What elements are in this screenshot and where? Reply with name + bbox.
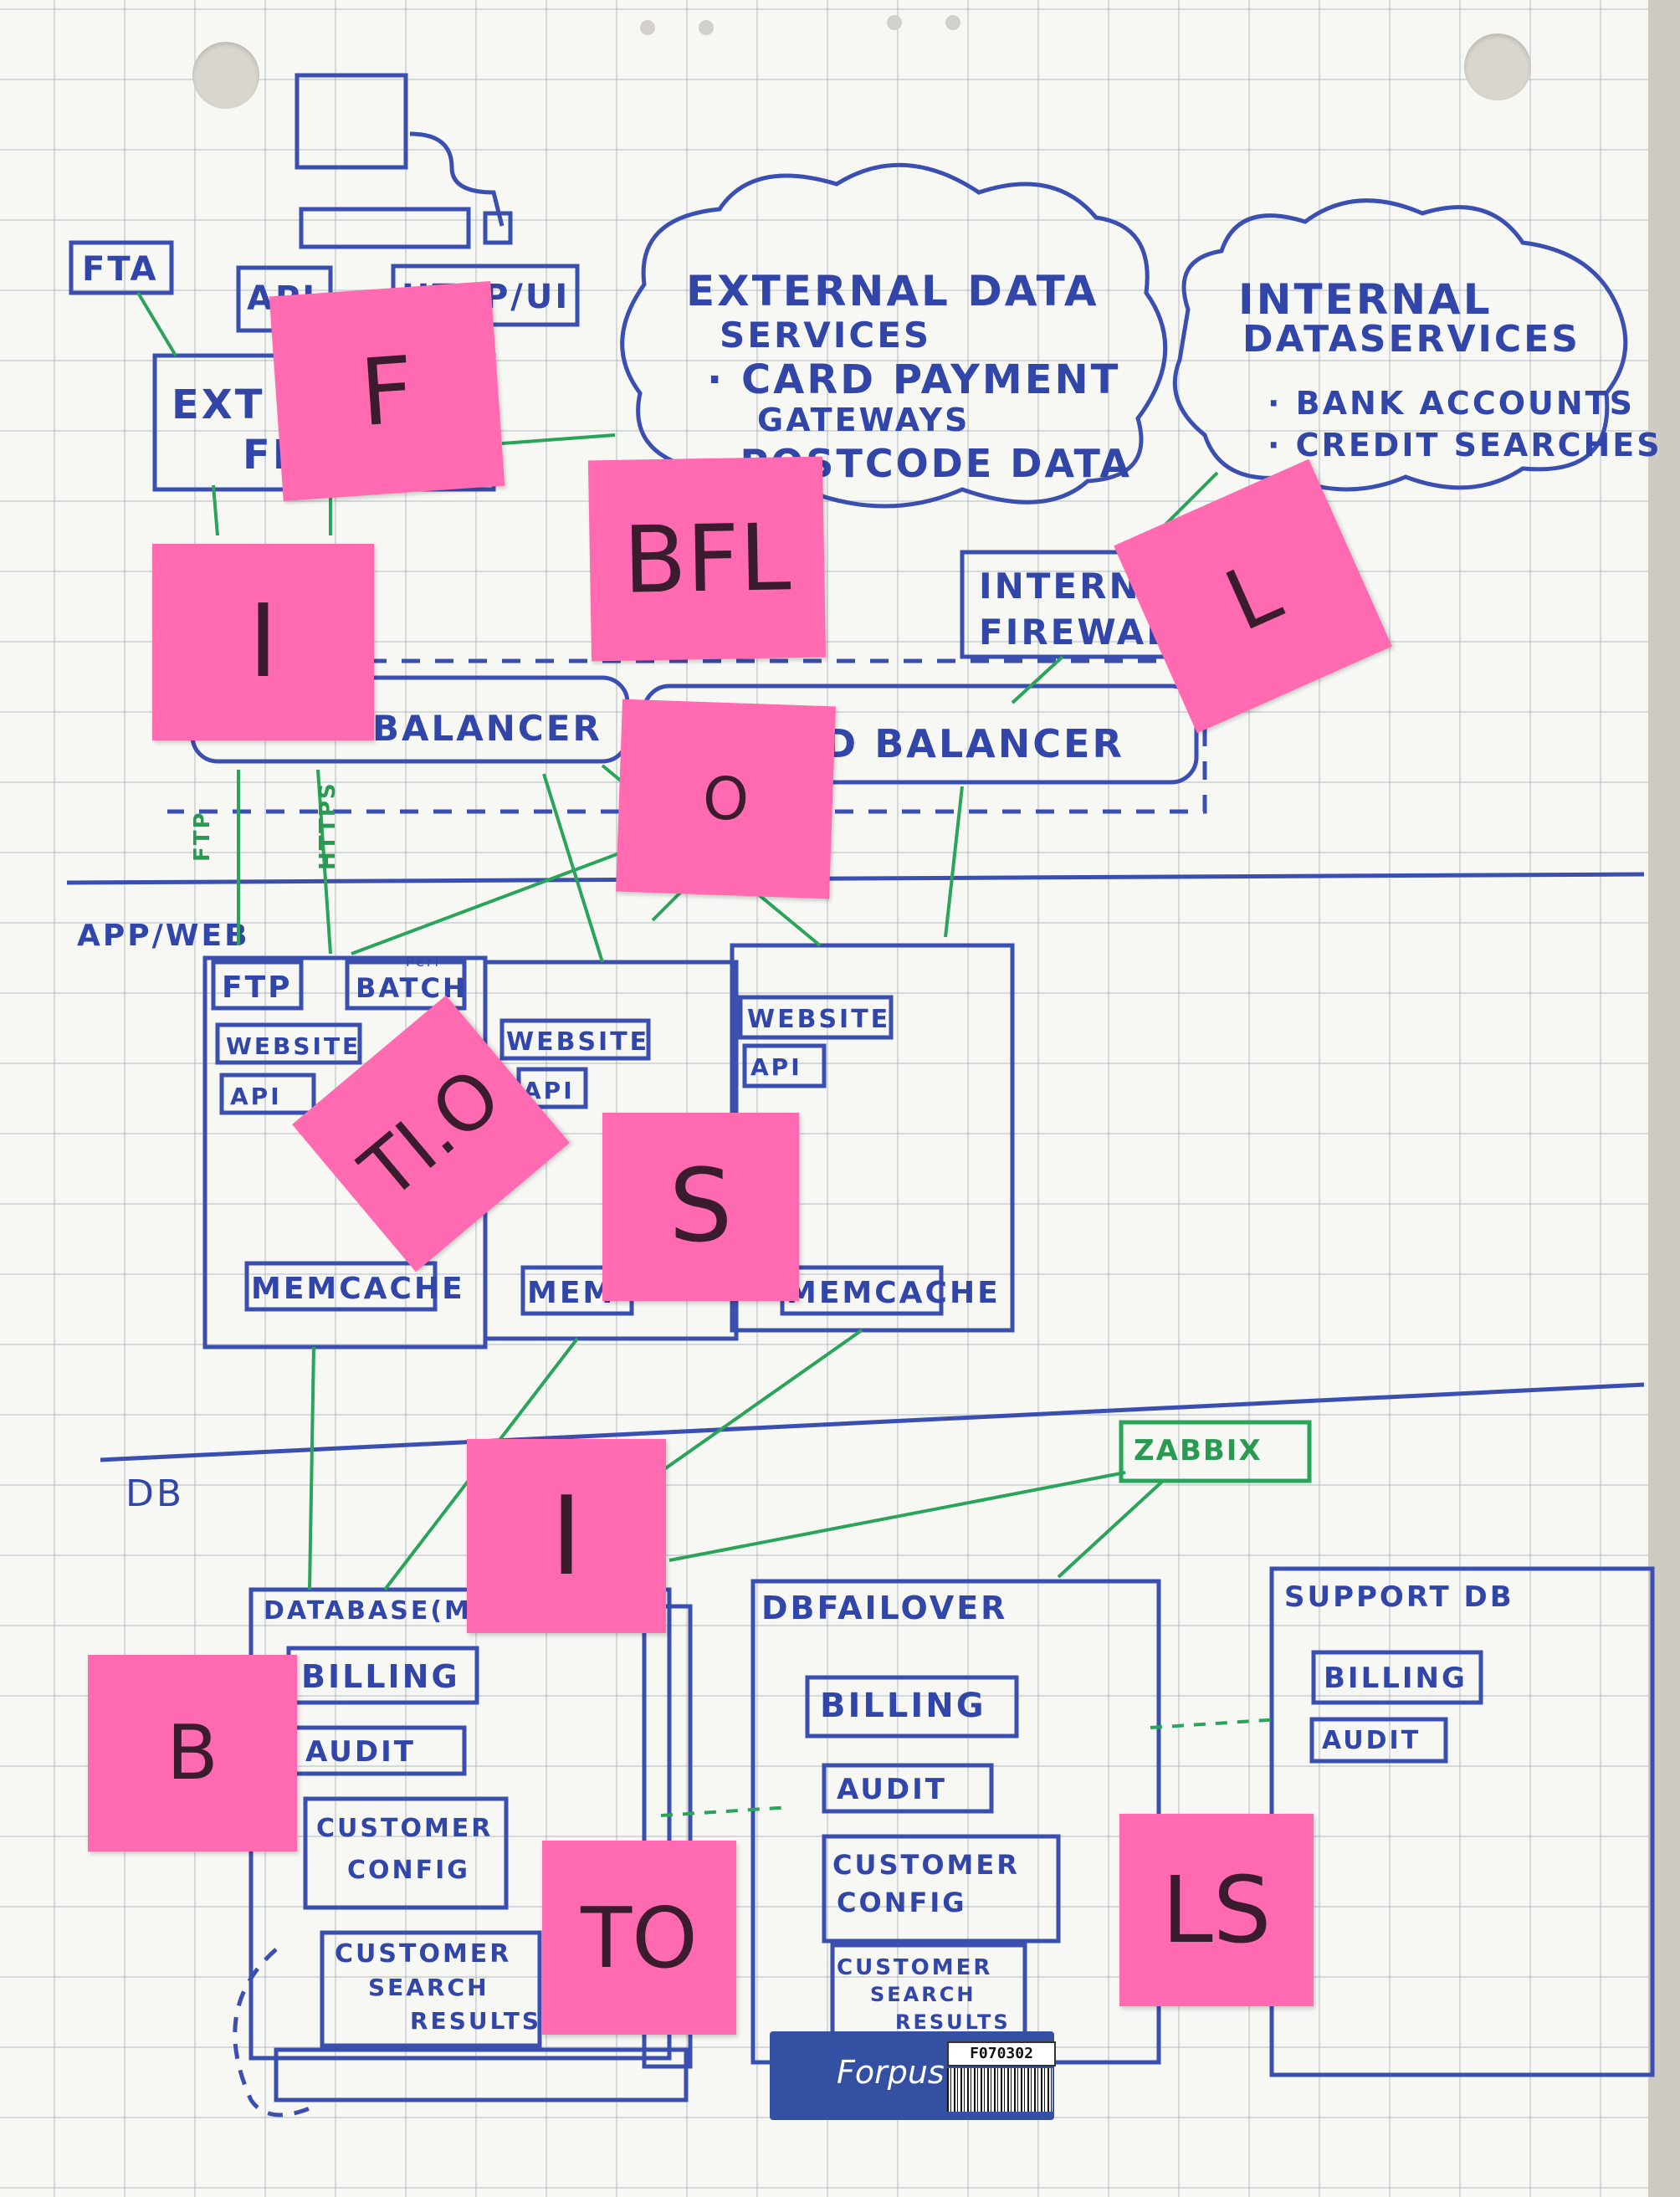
- internal-firewall-label-2: FIREWAL: [979, 612, 1171, 653]
- external-data-item-1: · CARD PAYMENT: [707, 356, 1120, 403]
- s1-batch-box: [345, 960, 467, 1011]
- punch-hole-right: [1464, 33, 1531, 100]
- sticky-note-s: S: [602, 1113, 799, 1301]
- sticky-note-i-top: I: [152, 544, 374, 740]
- db-search-label-1: CUSTOMER: [335, 1939, 511, 1969]
- forpus-logo-text: Forpus: [837, 2054, 945, 2091]
- dbf-title: DBFAILOVER: [761, 1590, 1007, 1626]
- internal-firewall-label-1: INTERN: [979, 566, 1141, 607]
- paper-dot: [887, 15, 902, 30]
- s1-ftp-box: [211, 960, 304, 1011]
- zone-divider-db: [100, 1382, 1645, 1462]
- punch-hole-left: [192, 42, 259, 109]
- sticky-note-b: B: [88, 1655, 297, 1851]
- load-balancer-right-label: D BALANCER: [824, 721, 1124, 766]
- ftp-green-label: FTP: [190, 811, 215, 862]
- internal-data-item-2: · CREDIT SEARCHES: [1268, 427, 1662, 463]
- dbf-audit-box: [822, 1763, 994, 1814]
- sticky-note-ls: LS: [1119, 1814, 1314, 2006]
- zone-db-label: DB: [125, 1472, 184, 1515]
- s3-api-box: [742, 1043, 827, 1088]
- external-firewall-label-1: EXT: [172, 382, 265, 428]
- external-data-item-1b: GATEWAYS: [757, 402, 970, 438]
- s1-website-box: [215, 1022, 362, 1065]
- load-balancer-left-label: BALANCER: [372, 708, 602, 749]
- database-main-edge: [642, 1604, 693, 2069]
- db-audit-label: AUDIT: [305, 1735, 416, 1769]
- barcode: [947, 2068, 1053, 2112]
- db-customer-search-box: [320, 1930, 542, 2048]
- dbf-billing-box: [805, 1675, 1019, 1739]
- dbf-config-label: CONFIG: [837, 1887, 967, 1918]
- db-search-label-3: RESULTS: [410, 2007, 541, 2035]
- s1-api-label: API: [230, 1083, 282, 1110]
- https-green-label: HTTPS: [315, 781, 341, 870]
- paper-dot: [640, 20, 655, 35]
- db-customer-label: CUSTOMER: [316, 1814, 493, 1843]
- product-code: F070302: [947, 2041, 1056, 2066]
- s2-website-label: WEBSITE: [506, 1027, 649, 1057]
- s2-website-box: [499, 1018, 651, 1061]
- db-billing-label: BILLING: [301, 1658, 460, 1695]
- dbf-search-label-3: RESULTS: [895, 2010, 1011, 2034]
- db-customer-config-box: [303, 1796, 509, 1910]
- sticky-note-f: F: [269, 281, 505, 501]
- s3-api-label: API: [750, 1053, 802, 1081]
- support-db-box: [1269, 1566, 1655, 2077]
- db-main-title: DATABASE(M: [264, 1596, 472, 1626]
- s1-batch-label: BATCH: [356, 972, 468, 1004]
- s1-api-box: [219, 1073, 316, 1115]
- internal-data-title-1: INTERNAL: [1238, 275, 1493, 324]
- dbf-customer-config-box: [822, 1834, 1061, 1944]
- s3-memcache-label: MEMCACHE: [786, 1276, 1001, 1310]
- dbf-customer-label: CUSTOMER: [832, 1849, 1020, 1881]
- external-data-title-1: EXTERNAL DATA: [686, 267, 1099, 315]
- fta-label: FTA: [82, 250, 158, 289]
- support-billing-label: BILLING: [1324, 1662, 1467, 1695]
- computer-icon: [295, 73, 513, 249]
- support-db-title: SUPPORT DB: [1284, 1580, 1514, 1614]
- s3-website-label: WEBSITE: [747, 1005, 890, 1034]
- db-loop-arrow: [233, 1948, 310, 2118]
- sticky-note-i-bottom: I: [467, 1439, 666, 1633]
- external-data-title-2: SERVICES: [720, 315, 931, 356]
- sticky-note-bfl: BFL: [587, 456, 827, 662]
- paper-dot: [945, 15, 960, 30]
- support-billing-box: [1311, 1650, 1483, 1705]
- green-connections: [136, 291, 1281, 1817]
- s1-ftp-label: FTP: [222, 970, 293, 1005]
- dbf-audit-label: AUDIT: [837, 1773, 947, 1806]
- s1-website-label: WEBSITE: [226, 1032, 361, 1060]
- zabbix-label: ZABBIX: [1134, 1434, 1263, 1467]
- support-audit-box: [1309, 1717, 1448, 1764]
- dbf-search-label-2: SEARCH: [870, 1983, 976, 2006]
- s1-batch-note: Perl: [406, 954, 441, 970]
- paper-dot: [699, 20, 714, 35]
- zabbix-box: [1119, 1420, 1312, 1483]
- sticky-note-to: TO: [542, 1841, 736, 2035]
- fta-box: [69, 240, 174, 295]
- zone-app-label: APP/WEB: [77, 919, 250, 953]
- dbf-search-label-1: CUSTOMER: [837, 1955, 992, 1980]
- sticky-note-o: O: [616, 699, 836, 899]
- database-main-shadow: [274, 2047, 689, 2102]
- s1-memcache-label: MEMCACHE: [251, 1272, 465, 1306]
- dbf-billing-label: BILLING: [820, 1687, 986, 1725]
- zone-divider-app: [66, 872, 1645, 885]
- internal-data-item-1: · BANK ACCOUNTS: [1268, 385, 1635, 422]
- s2-memcache-label: MEM: [527, 1276, 615, 1310]
- db-config-label: CONFIG: [347, 1856, 470, 1885]
- internal-data-title-2: DATASERVICES: [1242, 318, 1580, 361]
- db-search-label-2: SEARCH: [368, 1974, 489, 2001]
- s1-memcache-box: [244, 1261, 438, 1312]
- s3-website-box: [738, 995, 894, 1040]
- support-audit-label: AUDIT: [1322, 1726, 1421, 1755]
